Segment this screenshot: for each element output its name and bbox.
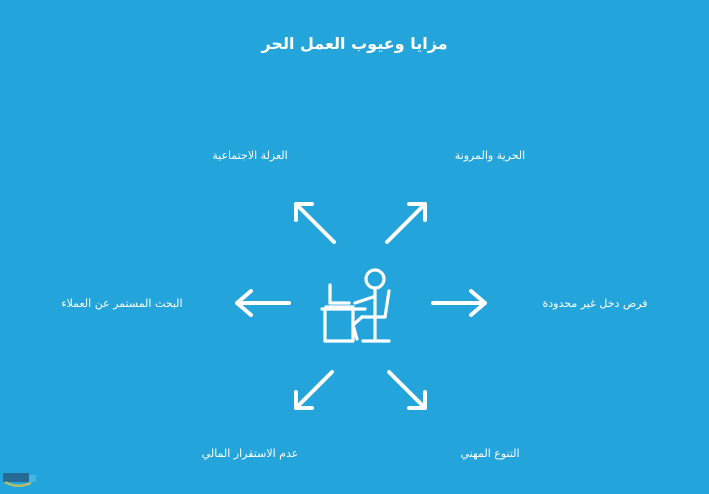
arrow-down-right-icon [381, 366, 433, 418]
node-label-unlimited-income: فرص دخل غير محدودة [542, 297, 648, 310]
arrow-down-left-icon [288, 366, 340, 418]
node-label-social-isolation: العزلة الاجتماعية [212, 149, 288, 162]
node-label-freedom-flexibility: الحرية والمرونة [454, 149, 526, 162]
node-label-professional-diversity: التنوع المهني [460, 447, 520, 460]
arrow-left-icon [231, 288, 293, 318]
watermark-logo-icon [3, 471, 43, 491]
node-label-continuous-client-search: البحث المستمر عن العملاء [61, 297, 183, 310]
arrow-up-left-icon [288, 196, 340, 248]
arrow-up-right-icon [381, 196, 433, 248]
arrow-right-icon [429, 288, 491, 318]
person-at-desk-with-laptop-icon [313, 261, 405, 349]
page-title: مزايا وعيوب العمل الحر [261, 34, 448, 53]
node-label-financial-instability: عدم الاستقرار المالي [201, 447, 299, 460]
